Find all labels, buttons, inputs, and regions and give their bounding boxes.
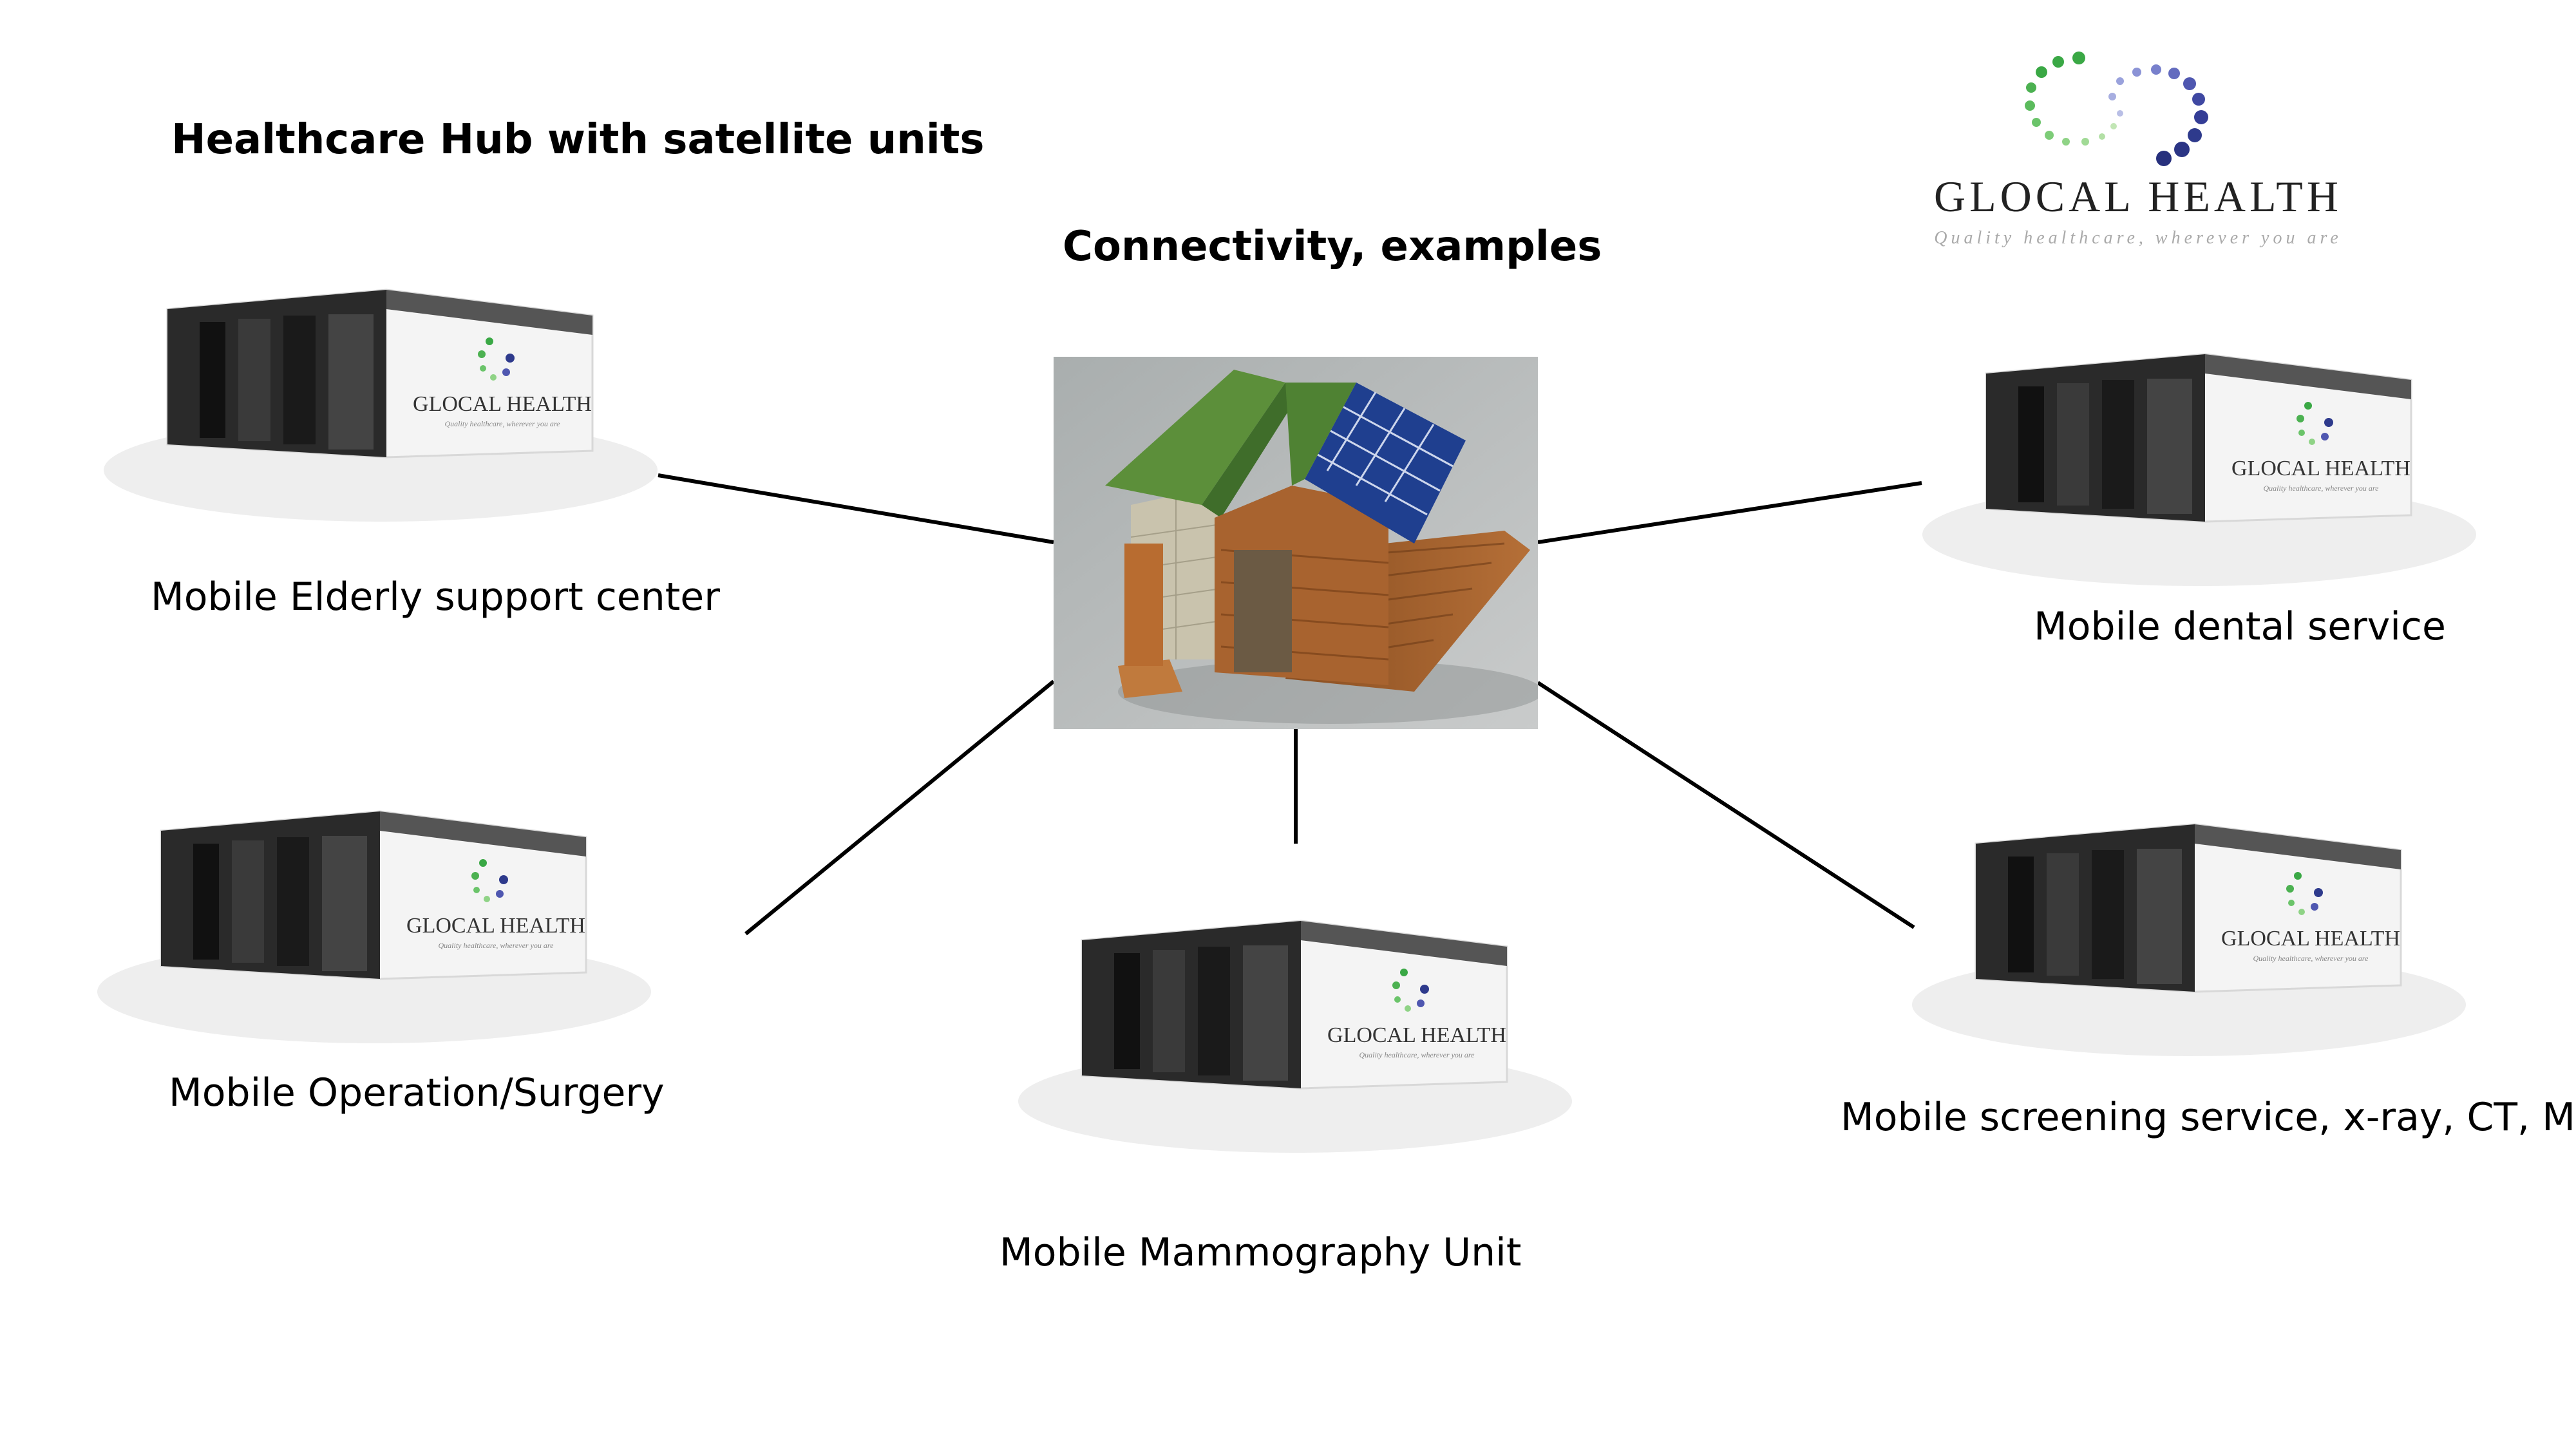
unit-label-dental: Mobile dental service xyxy=(2034,604,2446,649)
unit-logo-spiral-icon xyxy=(471,859,508,902)
unit-tagline: Quality healthcare, wherever you are xyxy=(1359,1050,1475,1059)
logo-tagline: Quality healthcare, wherever you are xyxy=(1934,228,2342,248)
unit-tagline: Quality healthcare, wherever you are xyxy=(2253,954,2369,963)
connector-dental xyxy=(1537,481,1922,544)
unit-image-mammography: GLOCAL HEALTH Quality healthcare, wherev… xyxy=(1018,920,1572,1153)
unit-tagline: Quality healthcare, wherever you are xyxy=(2264,484,2380,493)
unit-logo-spiral-icon xyxy=(478,337,515,381)
hub-eco-house-image xyxy=(1054,357,1538,729)
unit-image-screening: GLOCAL HEALTH Quality healthcare, wherev… xyxy=(1912,823,2466,1056)
glocal-health-logo: GLOCAL HEALTH Quality healthcare, wherev… xyxy=(1934,52,2342,248)
unit-brand: GLOCAL HEALTH xyxy=(2221,927,2400,951)
unit-image-dental: GLOCAL HEALTH Quality healthcare, wherev… xyxy=(1922,353,2476,586)
unit-image-elderly: GLOCAL HEALTH Quality healthcare, wherev… xyxy=(104,289,658,522)
unit-label-surgery: Mobile Operation/Surgery xyxy=(169,1070,665,1115)
unit-brand: GLOCAL HEALTH xyxy=(413,392,592,416)
logo-brand-name: GLOCAL HEALTH xyxy=(1934,172,2342,221)
connector-surgery xyxy=(744,679,1055,936)
unit-logo-spiral-icon xyxy=(1392,969,1429,1012)
unit-brand: GLOCAL HEALTH xyxy=(406,914,585,938)
connector-elderly xyxy=(658,473,1054,544)
unit-brand: GLOCAL HEALTH xyxy=(1327,1023,1506,1047)
logo-dot-spiral-icon xyxy=(2025,52,2208,166)
slide-title: Healthcare Hub with satellite units xyxy=(171,116,985,164)
unit-label-mammography: Mobile Mammography Unit xyxy=(999,1230,1522,1275)
connector-screening xyxy=(1537,681,1915,929)
unit-logo-spiral-icon xyxy=(2297,402,2333,445)
unit-label-screening: Mobile screening service, x-ray, CT, MRI xyxy=(1841,1095,2576,1140)
unit-tagline: Quality healthcare, wherever you are xyxy=(439,941,554,950)
unit-logo-spiral-icon xyxy=(2286,872,2323,915)
slide-subtitle: Connectivity, examples xyxy=(1063,223,1602,270)
unit-brand: GLOCAL HEALTH xyxy=(2231,457,2410,480)
unit-tagline: Quality healthcare, wherever you are xyxy=(445,419,561,428)
unit-label-elderly: Mobile Elderly support center xyxy=(151,574,720,620)
unit-image-surgery: GLOCAL HEALTH Quality healthcare, wherev… xyxy=(97,810,651,1043)
